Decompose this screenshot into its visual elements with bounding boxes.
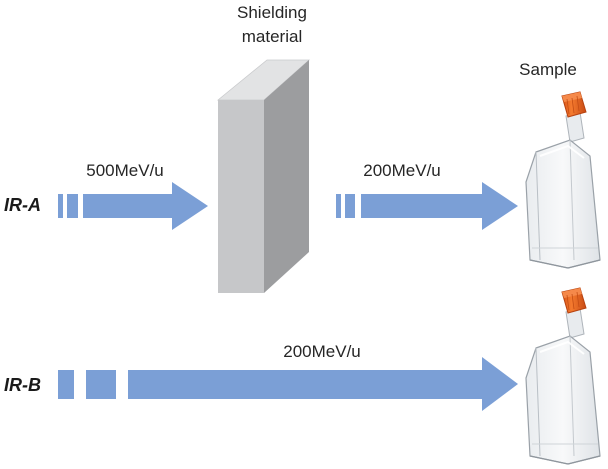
- beam-dash-1: [58, 370, 74, 399]
- beam-arrowhead: [172, 182, 208, 230]
- shield-front-face: [218, 100, 264, 293]
- sample-label: Sample: [519, 60, 577, 79]
- row-label-ir-a: IR-A: [4, 195, 41, 215]
- shielding-label-line2: material: [242, 27, 302, 46]
- beam-dash-2: [86, 370, 116, 399]
- beam-arrowhead: [482, 357, 518, 411]
- beam-shaft: [128, 370, 482, 399]
- shielding-block: [216, 59, 311, 293]
- beam-dash-2: [345, 194, 355, 218]
- beam-dash-2: [67, 194, 78, 218]
- shield-side-face: [264, 60, 309, 293]
- shielding-label-line1: Shielding: [237, 3, 307, 22]
- beam-dash-1: [58, 194, 63, 218]
- ir-a-outgoing-beam: [336, 182, 518, 230]
- energy-label-500: 500MeV/u: [86, 161, 164, 180]
- row-label-ir-b: IR-B: [4, 375, 41, 395]
- beam-arrowhead: [482, 182, 518, 230]
- ir-a-incoming-beam: [58, 182, 208, 230]
- beam-dash-1: [336, 194, 341, 218]
- flask-icon: [525, 287, 601, 465]
- energy-label-200-a: 200MeV/u: [363, 161, 441, 180]
- ir-b-beam: [58, 357, 518, 411]
- beam-shaft: [83, 194, 172, 218]
- energy-label-200-b: 200MeV/u: [283, 342, 361, 361]
- beam-shaft: [361, 194, 482, 218]
- flask-icon: [525, 91, 601, 269]
